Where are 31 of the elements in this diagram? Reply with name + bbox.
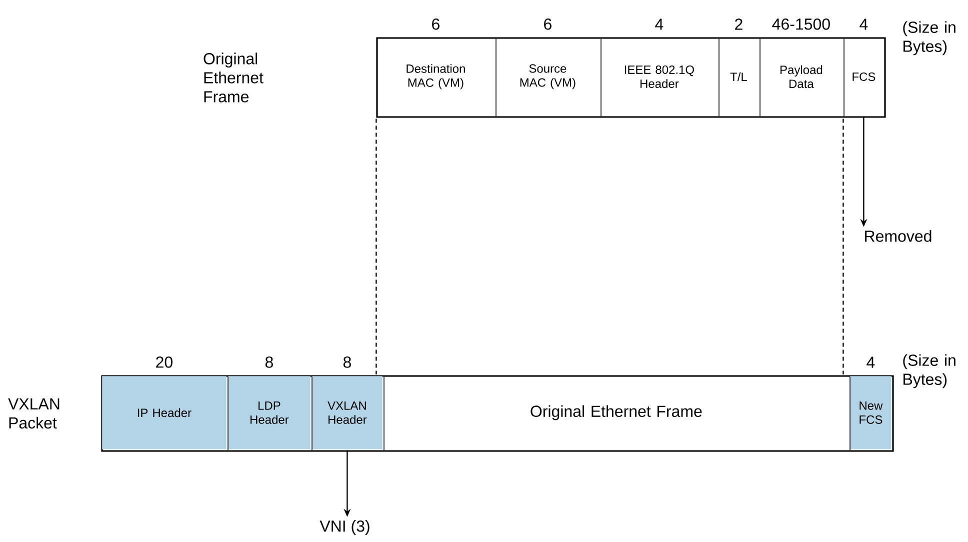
size-number: 4	[655, 18, 664, 30]
field-cell: VXLAN Header	[312, 376, 382, 450]
field-cell: New FCS	[850, 376, 892, 450]
size-number: 6	[544, 18, 552, 30]
size-number: 20	[156, 356, 172, 368]
field-cell: IP Header	[102, 376, 226, 450]
field-cell: LDP Header	[228, 376, 310, 450]
size-number: 8	[343, 356, 351, 368]
size-number: 4	[860, 18, 868, 30]
frame-box	[101, 375, 894, 452]
size-number: 2	[735, 18, 742, 30]
size-note: (Size in Bytes)	[903, 21, 956, 56]
field-cell: T/L	[730, 72, 747, 82]
field-cell: IEEE 802.1Q Header	[624, 65, 694, 88]
caption-text: VNI (3)	[320, 520, 370, 535]
size-number: 8	[265, 356, 273, 368]
caption-text: Original Ethernet Frame	[204, 52, 264, 102]
dashed-guide-line	[376, 118, 377, 374]
size-number: 46-1500	[772, 18, 830, 30]
size-number: 4	[866, 356, 875, 368]
field-cell: FCS	[852, 72, 876, 81]
field-cell: Payload Data	[780, 65, 822, 88]
field-cell: Destination MAC (VM)	[406, 64, 465, 90]
frame-box	[376, 37, 886, 118]
dashed-guide-line	[842, 118, 844, 374]
caption-text: VXLAN Packet	[8, 398, 60, 429]
caption-text: Removed	[865, 230, 932, 242]
field-cell: Source MAC (VM)	[520, 64, 576, 90]
size-note: (Size in Bytes)	[903, 354, 956, 388]
size-number: 6	[432, 18, 440, 30]
field-cell: Original Ethernet Frame	[530, 405, 702, 420]
